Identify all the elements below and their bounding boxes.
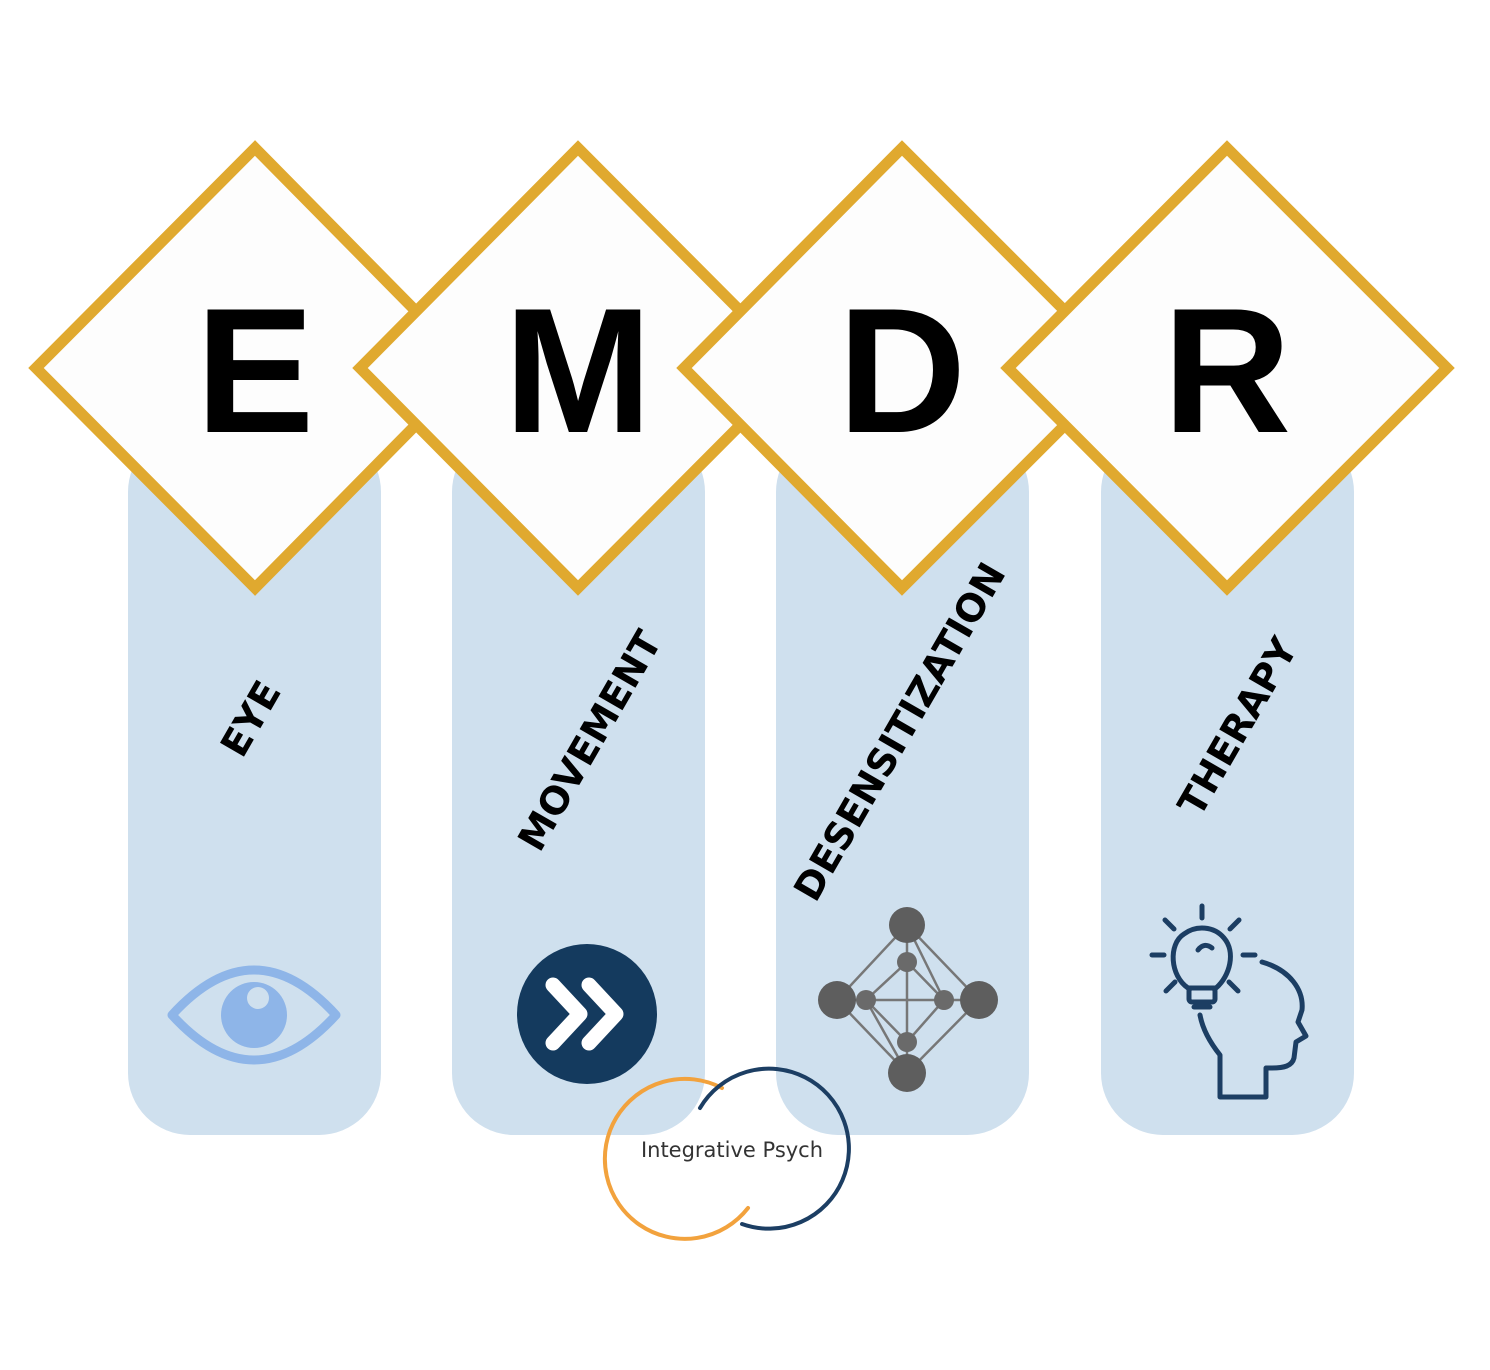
panels — [128, 430, 1354, 1135]
logo-text: Integrative Psych — [641, 1138, 823, 1162]
diamond-r: R — [1000, 140, 1455, 596]
diamond-m: M — [352, 140, 805, 596]
molecule-network-icon — [818, 907, 998, 1092]
panel-eye — [128, 430, 381, 1135]
eye-icon — [167, 965, 341, 1065]
diamonds: E M D R — [28, 140, 1455, 596]
diamond-e: E — [28, 140, 480, 596]
panel-movement — [452, 430, 705, 1135]
lightbulb-head-icon — [1149, 903, 1309, 1100]
panel-therapy — [1101, 430, 1354, 1135]
integrative-psych-logo: Integrative Psych — [602, 1066, 851, 1241]
panel-desensitization — [776, 430, 1029, 1135]
letter-e: E — [196, 271, 315, 470]
letter-m: M — [504, 271, 652, 470]
diamond-d: D — [676, 140, 1130, 596]
letter-d: D — [838, 271, 967, 470]
fast-forward-icon — [517, 944, 657, 1084]
letter-r: R — [1163, 271, 1292, 470]
